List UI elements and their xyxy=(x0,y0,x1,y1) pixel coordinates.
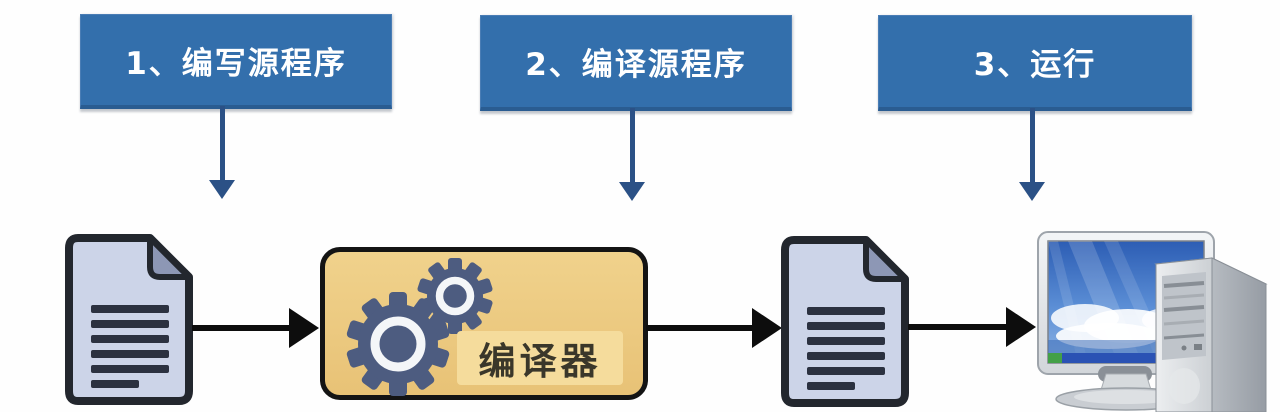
arrow-head xyxy=(1006,307,1036,347)
arrow-shaft xyxy=(219,106,225,180)
compiler-label: 编译器 xyxy=(457,331,623,385)
arrow-head xyxy=(289,308,319,348)
compiler-label-text: 编译器 xyxy=(478,340,602,383)
output-document-icon xyxy=(781,236,909,407)
arrow-head xyxy=(752,308,782,348)
flow-arrow-icon xyxy=(646,308,782,348)
step-box-write-source: 1、编写源程序 xyxy=(80,14,392,109)
step-label-3: 3、运行 xyxy=(973,47,1097,83)
step-label-2: 2、编译源程序 xyxy=(525,47,747,83)
arrow-line xyxy=(908,324,1006,330)
flow-arrow-icon xyxy=(908,307,1036,347)
down-arrow-icon xyxy=(619,108,645,201)
arrow-shaft xyxy=(1029,108,1035,182)
step-box-run: 3、运行 xyxy=(878,15,1192,111)
source-document-icon xyxy=(65,234,193,405)
arrow-line xyxy=(646,325,752,331)
step-label-1: 1、编写源程序 xyxy=(125,45,347,82)
arrow-head xyxy=(209,180,235,199)
desktop-computer-icon xyxy=(1037,231,1268,412)
down-arrow-icon xyxy=(1019,108,1045,201)
arrow-head xyxy=(619,182,645,201)
step-box-compile-source: 2、编译源程序 xyxy=(480,15,792,111)
down-arrow-icon xyxy=(209,106,235,199)
arrow-shaft xyxy=(629,108,635,182)
flow-arrow-icon xyxy=(192,308,319,348)
compiler-box: 编译器 xyxy=(320,247,648,400)
arrow-line xyxy=(192,325,289,331)
gears-icon xyxy=(346,258,493,396)
arrow-head xyxy=(1019,182,1045,201)
tower-case xyxy=(1154,257,1268,412)
